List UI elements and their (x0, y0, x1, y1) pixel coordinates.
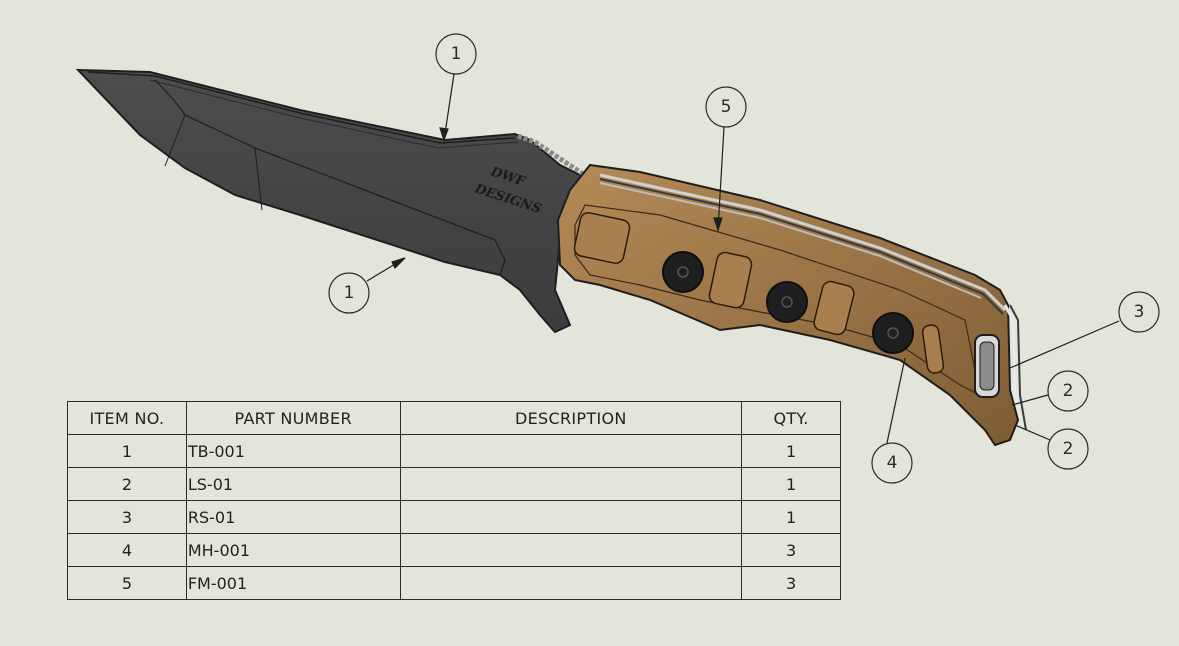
balloon-3: 3 (1118, 291, 1160, 333)
header-item-no: ITEM NO. (67, 401, 187, 435)
header-part-number: PART NUMBER (185, 401, 401, 435)
svg-text:5: 5 (721, 97, 732, 117)
header-qty: QTY. (741, 401, 841, 435)
leader-lines (366, 73, 1120, 444)
cell-item-no: 1 (67, 434, 187, 468)
cell-qty: 3 (741, 533, 841, 567)
blade-part: DWF DESIGNS (75, 68, 597, 334)
cell-description (399, 500, 743, 534)
table-row: 1 TB-001 1 (67, 434, 841, 468)
table-row: 5 FM-001 3 (67, 566, 841, 600)
cell-qty: 1 (741, 500, 841, 534)
balloon-1-bottom: 1 (328, 272, 370, 314)
balloon-4: 4 (871, 442, 913, 484)
cell-qty: 1 (741, 467, 841, 501)
cell-description (399, 467, 743, 501)
cell-description (399, 566, 743, 600)
svg-text:4: 4 (887, 453, 898, 473)
svg-text:3: 3 (1134, 302, 1145, 322)
table-row: 2 LS-01 1 (67, 467, 841, 501)
balloon-1-top: 1 (435, 33, 477, 75)
cell-part-number: FM-001 (185, 566, 401, 600)
table-row: 4 MH-001 3 (67, 533, 841, 567)
svg-text:1: 1 (344, 283, 355, 303)
cell-part-number: MH-001 (185, 533, 401, 567)
balloon-2-upper: 2 (1047, 370, 1089, 412)
cell-description (399, 434, 743, 468)
cell-part-number: LS-01 (185, 467, 401, 501)
table-header-row: ITEM NO. PART NUMBER DESCRIPTION QTY. (67, 401, 841, 435)
cell-qty: 1 (741, 434, 841, 468)
cell-part-number: RS-01 (185, 500, 401, 534)
cell-description (399, 533, 743, 567)
screw-heads (662, 251, 914, 354)
bill-of-materials-table: ITEM NO. PART NUMBER DESCRIPTION QTY. 1 … (67, 401, 841, 600)
svg-text:2: 2 (1063, 439, 1074, 459)
cell-item-no: 3 (67, 500, 187, 534)
table-row: 3 RS-01 1 (67, 500, 841, 534)
svg-text:2: 2 (1063, 381, 1074, 401)
cell-item-no: 4 (67, 533, 187, 567)
balloon-2-lower: 2 (1047, 428, 1089, 470)
svg-text:1: 1 (451, 44, 462, 64)
header-description: DESCRIPTION (399, 401, 743, 435)
handle-scale-part (556, 163, 1027, 447)
balloon-5: 5 (705, 86, 747, 128)
cell-part-number: TB-001 (185, 434, 401, 468)
cell-qty: 3 (741, 566, 841, 600)
cell-item-no: 5 (67, 566, 187, 600)
cell-item-no: 2 (67, 467, 187, 501)
